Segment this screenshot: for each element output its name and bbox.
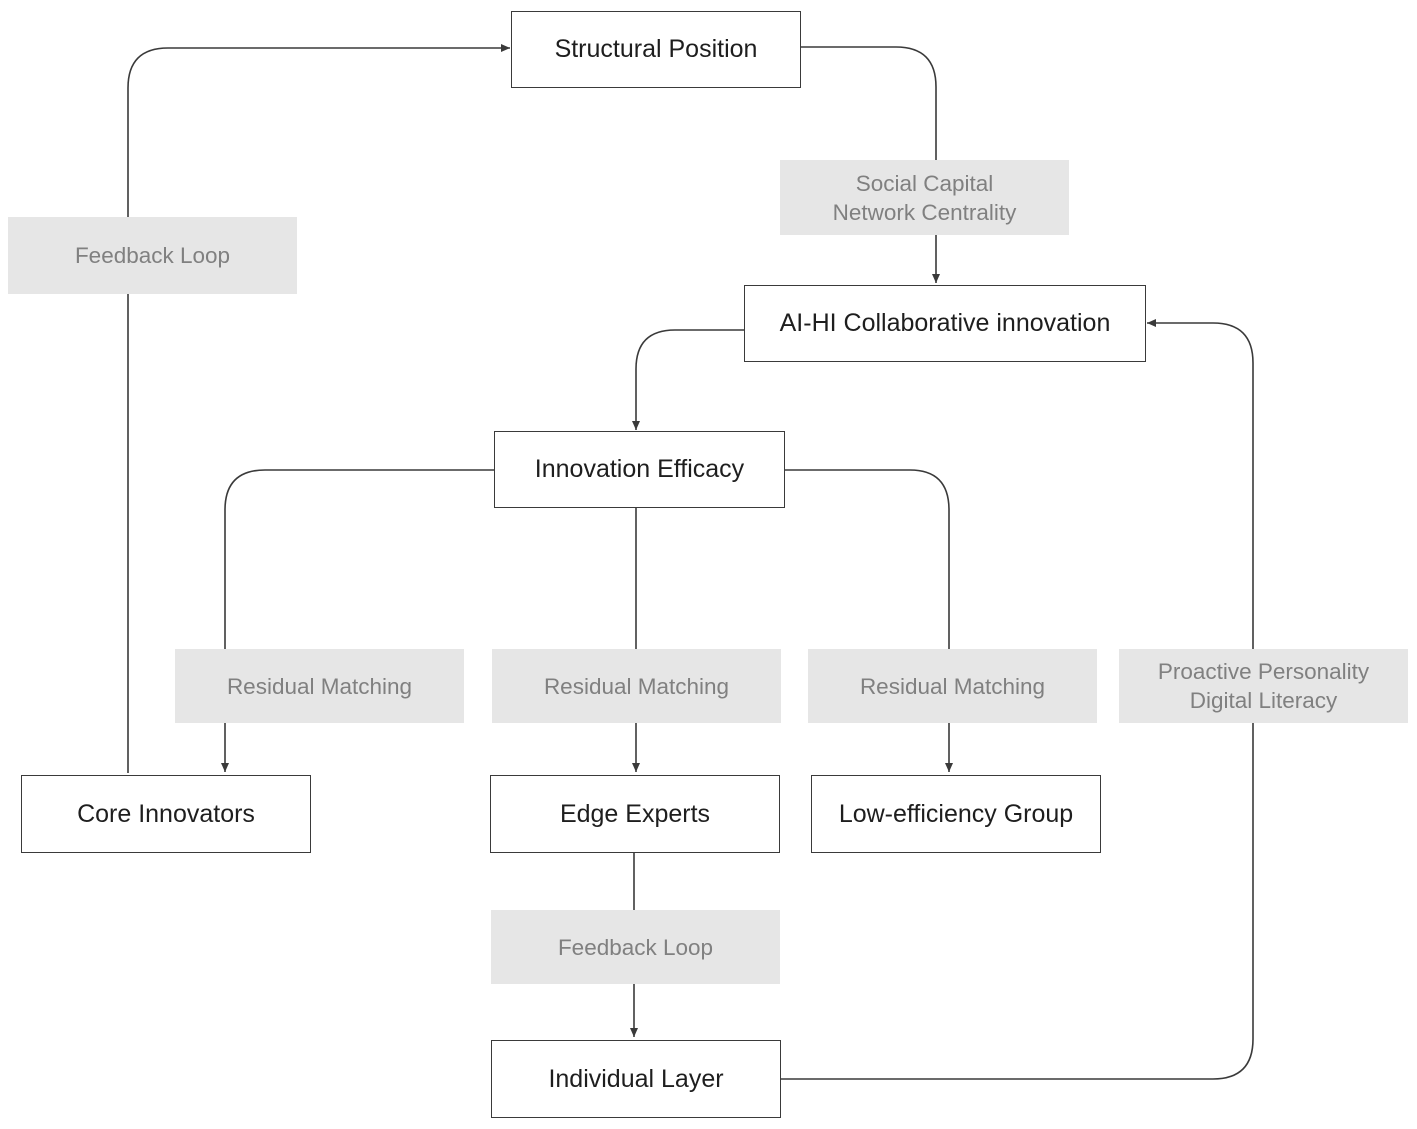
node-low-efficiency-group: Low-efficiency Group (811, 775, 1101, 853)
node-innovation-efficacy: Innovation Efficacy (494, 431, 785, 508)
feedback-loop-label-left: Feedback Loop (8, 217, 297, 294)
node-individual-layer: Individual Layer (491, 1040, 781, 1118)
feedback-loop-label-bottom: Feedback Loop (491, 910, 780, 984)
edge-efficacy-to-core (221, 469, 494, 772)
social-capital-text: Social Capital (855, 170, 994, 196)
innovation-efficacy-text: Innovation Efficacy (534, 455, 745, 483)
residual-center-text: Residual Matching (543, 673, 730, 699)
feedback-loop-left-text: Feedback Loop (74, 243, 231, 268)
edge-experts-text: Edge Experts (559, 799, 711, 828)
edge-core-to-structural (127, 44, 510, 773)
residual-matching-label-right: Residual Matching (808, 649, 1097, 723)
proactive-personality-text: Proactive Personality (1157, 659, 1370, 684)
node-edge-experts: Edge Experts (490, 775, 780, 853)
proactive-personality-label: Proactive Personality Digital Literacy (1119, 649, 1408, 723)
node-structural-position: Structural Position (511, 11, 801, 88)
residual-right-text: Residual Matching (859, 673, 1046, 699)
edge-efficacy-to-low (785, 469, 953, 772)
individual-layer-text: Individual Layer (548, 1064, 724, 1093)
ai-hi-text: AI-HI Collaborative innovation (779, 309, 1111, 337)
node-ai-hi-collaborative-innovation: AI-HI Collaborative innovation (744, 285, 1146, 362)
residual-matching-label-center: Residual Matching (492, 649, 781, 723)
node-core-innovators: Core Innovators (21, 775, 311, 853)
core-innovators-text: Core Innovators (77, 799, 255, 828)
structural-position-text: Structural Position (554, 35, 758, 63)
digital-literacy-text: Digital Literacy (1189, 688, 1338, 713)
low-efficiency-group-text: Low-efficiency Group (838, 799, 1074, 828)
edge-structural-to-aihi (801, 46, 940, 283)
residual-left-text: Residual Matching (226, 673, 413, 699)
residual-matching-label-left: Residual Matching (175, 649, 464, 723)
network-centrality-text: Network Centrality (832, 199, 1017, 225)
social-capital-label: Social Capital Network Centrality (780, 160, 1069, 235)
edge-aihi-to-efficacy (632, 329, 744, 430)
feedback-loop-bottom-text: Feedback Loop (557, 934, 714, 960)
